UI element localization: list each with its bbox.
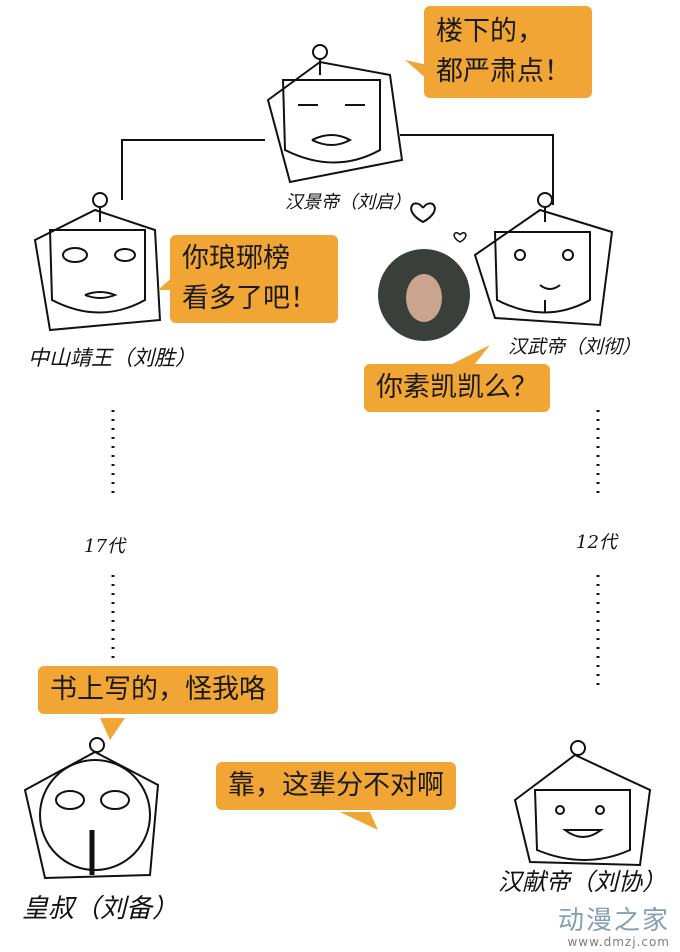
speech-bubble-zhongshan: 你琅琊榜 看多了吧！ [170,235,338,323]
generation-count-left: 17代 [84,536,125,557]
label-wudi: 汉武帝（刘彻） [508,336,642,358]
face-huangshu [23,737,160,880]
label-jingdi: 汉景帝（刘启） [285,192,411,213]
bubble-line: 都严肃点！ [436,56,571,87]
speech-bubble-jingdi: 楼下的， 都严肃点！ [424,6,592,98]
watermark: 动漫之家 www.dmzj.com [558,907,670,949]
speech-bubble-xiandi: 靠，这辈分不对啊 [216,762,456,810]
actor-face [406,274,442,322]
speech-bubble-wudi: 你素凯凯么？ [364,364,550,412]
label-zhongshan: 中山靖王（刘胜） [28,346,196,370]
label-huangshu: 皇叔（刘备） [22,894,179,924]
small-heart-icon [453,231,467,243]
heart-icon [410,202,436,224]
speech-bubble-huangshu: 书上写的，怪我咯 [38,666,278,714]
watermark-name: 动漫之家 [557,906,670,936]
generation-count-right: 12代 [576,532,617,553]
tree-line-right [400,134,554,205]
tree-line-left [121,139,265,200]
face-zhongshan [33,192,162,332]
label-xiandi: 汉献帝（刘协） [498,868,666,896]
face-jingdi [266,44,404,184]
face-xiandi [513,740,652,867]
bubble-line: 楼下的， [436,16,544,47]
watermark-url: www.dmzj.com [567,935,670,949]
face-wudi [473,192,614,327]
bubble-line: 看多了吧！ [182,283,317,314]
bubble-line: 你琅琊榜 [182,243,290,274]
